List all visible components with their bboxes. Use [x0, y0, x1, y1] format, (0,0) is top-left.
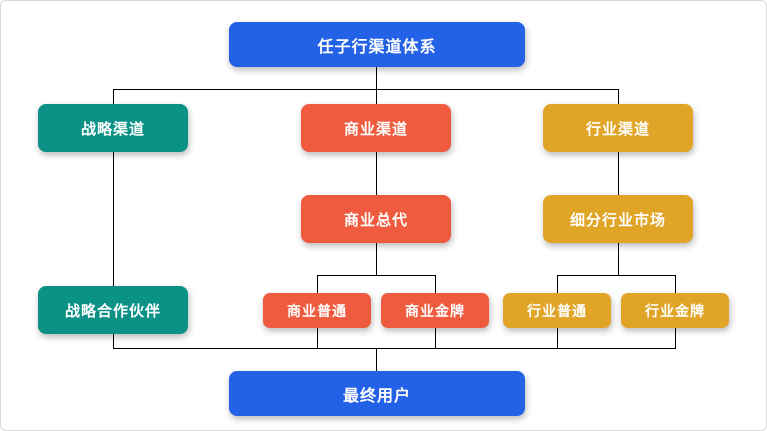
- node-commercial-channel: 商业渠道: [301, 104, 451, 152]
- connector-to-industry-gold: [675, 275, 676, 293]
- node-commercial-normal: 商业普通: [263, 293, 371, 328]
- connector-to-strategic: [113, 89, 114, 104]
- node-industry-normal: 行业普通: [503, 293, 611, 328]
- connector-agent-down: [376, 243, 377, 275]
- connector-to-commercial-normal: [317, 275, 318, 293]
- connector-igold-down: [675, 328, 676, 348]
- connector-industry-split: [557, 275, 676, 276]
- connector-industry-segment: [618, 152, 619, 195]
- connector-partner-down: [113, 334, 114, 348]
- node-root: 任子行渠道体系: [229, 22, 525, 67]
- connector-commercial-split: [317, 275, 436, 276]
- node-commercial-gold: 商业金牌: [381, 293, 489, 328]
- node-end-user: 最终用户: [229, 371, 525, 416]
- connector-top-bus: [113, 89, 619, 90]
- connector-bottom-bus: [113, 348, 676, 349]
- connector-strategic-partner: [113, 152, 114, 286]
- node-industry-segment: 细分行业市场: [543, 195, 693, 243]
- node-strategic-channel: 战略渠道: [38, 104, 188, 152]
- connector-cgold-down: [435, 328, 436, 348]
- node-commercial-agent: 商业总代: [301, 195, 451, 243]
- connector-commercial-agent: [376, 152, 377, 195]
- connector-enduser-up: [376, 348, 377, 371]
- connector-inormal-down: [557, 328, 558, 348]
- connector-to-commercial-gold: [435, 275, 436, 293]
- connector-to-industry-normal: [557, 275, 558, 293]
- node-strategic-partner: 战略合作伙伴: [38, 286, 188, 334]
- connector-to-commercial: [376, 89, 377, 104]
- connector-root-down: [376, 67, 377, 89]
- node-industry-channel: 行业渠道: [543, 104, 693, 152]
- connector-to-industry: [618, 89, 619, 104]
- node-industry-gold: 行业金牌: [621, 293, 729, 328]
- connector-segment-down: [618, 243, 619, 275]
- connector-cnormal-down: [317, 328, 318, 348]
